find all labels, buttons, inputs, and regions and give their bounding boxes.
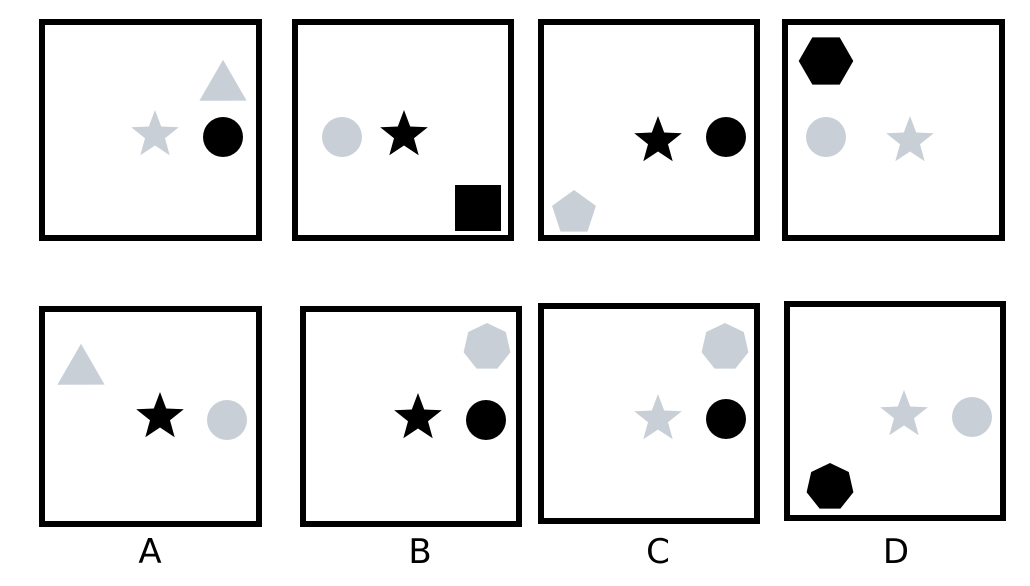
circle-icon	[952, 397, 992, 437]
option-label-d[interactable]: D	[882, 532, 910, 572]
panel-3-shapes	[552, 116, 746, 232]
answer-option-a[interactable]	[39, 306, 262, 527]
circle-icon	[203, 117, 243, 157]
heptagon-icon	[463, 323, 511, 369]
question-panel-4	[782, 19, 1005, 241]
option-label-a[interactable]: A	[138, 532, 162, 572]
panel-2-shapes	[322, 110, 501, 231]
star-icon	[880, 390, 928, 436]
panel-1-shapes	[131, 59, 247, 157]
circle-icon	[207, 400, 247, 440]
hexagon-icon	[798, 37, 854, 85]
circle-icon	[322, 117, 362, 157]
question-panel-3	[538, 19, 760, 241]
star-icon	[634, 394, 682, 440]
star-icon	[634, 116, 682, 162]
circle-icon	[706, 399, 746, 439]
circle-icon	[706, 117, 746, 157]
star-icon	[886, 116, 934, 162]
pentagon-icon	[552, 190, 596, 232]
star-icon	[380, 110, 428, 156]
panel-4-shapes	[798, 37, 934, 162]
question-panel-1	[39, 19, 262, 241]
option-label-c[interactable]: C	[646, 532, 670, 572]
option-a-shapes	[57, 343, 247, 440]
triangle-icon	[57, 343, 105, 385]
answer-option-b[interactable]	[300, 306, 522, 527]
star-icon	[131, 110, 179, 156]
question-panel-2	[292, 19, 514, 241]
star-icon	[394, 393, 442, 439]
answer-option-c[interactable]	[538, 303, 760, 524]
heptagon-icon	[701, 323, 749, 369]
star-icon	[136, 392, 184, 438]
heptagon-icon	[806, 463, 854, 509]
square-icon	[455, 185, 501, 231]
option-d-shapes	[806, 390, 992, 509]
option-label-b[interactable]: B	[408, 532, 432, 572]
option-c-shapes	[634, 323, 749, 440]
circle-icon	[806, 117, 846, 157]
answer-option-d[interactable]	[784, 301, 1006, 521]
circle-icon	[466, 400, 506, 440]
option-b-shapes	[394, 323, 511, 440]
triangle-icon	[199, 59, 247, 101]
